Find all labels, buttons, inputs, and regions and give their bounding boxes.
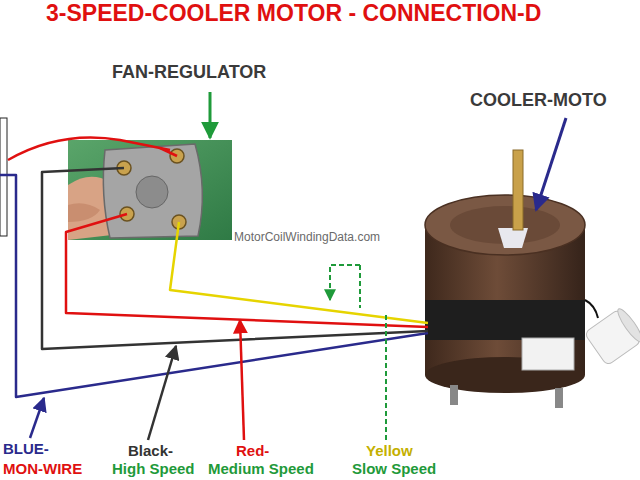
- leader-arrow: [30, 398, 44, 438]
- panel-edge: [0, 118, 7, 236]
- wire-label: MON-WIRE: [3, 460, 82, 477]
- dashed-pointer: [359, 265, 361, 308]
- wire-label: Black-: [128, 442, 173, 459]
- leader-arrow: [536, 118, 566, 210]
- wire-label: Red-: [236, 442, 269, 459]
- speed-label: High Speed: [112, 460, 195, 477]
- leader-arrow: [209, 92, 212, 138]
- speed-label: Medium Speed: [208, 460, 314, 477]
- wires: [0, 138, 428, 398]
- part-label: FAN-REGULATOR: [112, 62, 266, 83]
- motor-photo: [355, 118, 640, 420]
- leader-arrow: [240, 320, 244, 440]
- wire-label: Yellow: [366, 442, 413, 459]
- leader-line: [385, 312, 387, 440]
- leader-arrow: [148, 346, 176, 440]
- title: 3-SPEED-COOLER MOTOR - CONNECTION-D: [46, 0, 541, 26]
- dashed-pointer: [330, 265, 360, 300]
- speed-label: Slow Speed: [352, 460, 436, 477]
- wire-label: BLUE-: [3, 440, 49, 457]
- watermark: MotorCoilWindingData.com: [234, 231, 380, 245]
- part-label: COOLER-MOTO: [470, 90, 607, 111]
